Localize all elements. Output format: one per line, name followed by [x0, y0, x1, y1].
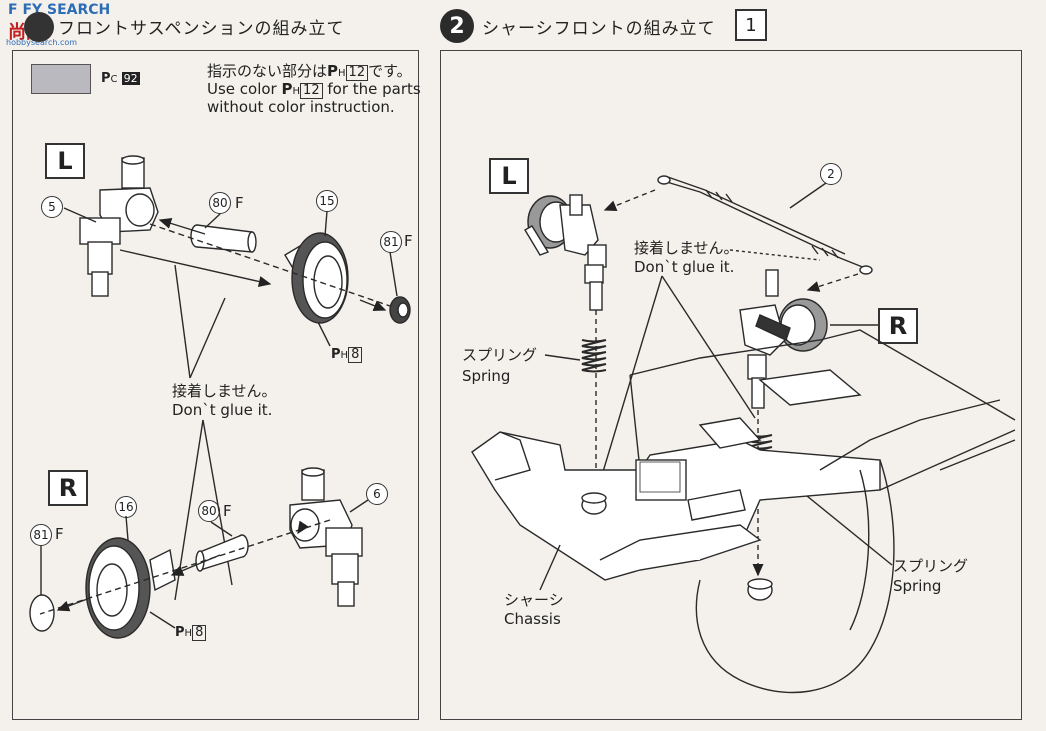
glue-note-jp-step1: 接着しません。	[172, 382, 277, 400]
step2-title-box: 1	[735, 9, 767, 41]
step2-label-R: R	[878, 308, 918, 344]
step1-label-R: R	[48, 470, 88, 506]
part-number-2: 2	[820, 163, 842, 185]
knuckle-R-step2	[739, 269, 878, 409]
step2-number-circle: 2	[440, 9, 474, 43]
chassis-part	[471, 329, 1016, 694]
part-number-6: 6	[366, 483, 388, 505]
part-number-81-bottom: 81	[30, 524, 52, 546]
part-number-5: 5	[41, 196, 63, 218]
step1-number-circle	[24, 12, 54, 42]
suffix-F-81-top: F	[404, 232, 413, 250]
step2-title: シャーシフロントの組み立て	[482, 19, 716, 39]
part-number-16: 16	[115, 496, 137, 518]
cap-81-bottom	[29, 546, 55, 632]
glue-note-en-step1: Don`t glue it.	[172, 401, 273, 419]
part-number-81-top: 81	[380, 231, 402, 253]
step2-panel	[440, 50, 1022, 720]
hub-15	[284, 210, 349, 324]
suffix-F-80-bottom: F	[223, 502, 232, 520]
cap-81-top	[389, 251, 411, 324]
knuckle-R-part	[289, 467, 369, 607]
watermark-url: hobbysearch.com	[6, 38, 78, 47]
color-note-en-2: without color instruction.	[207, 98, 395, 116]
suffix-F-81-bottom: F	[55, 525, 64, 543]
part-number-80-bottom: 80	[198, 500, 220, 522]
paint-swatch	[31, 64, 91, 94]
tie-rod-2	[657, 175, 873, 275]
chassis-label-jp: シャーシ	[504, 591, 564, 609]
spring-label-jp-left: スプリング	[462, 346, 538, 364]
spring-left	[544, 339, 607, 373]
glue-note-jp-step2: 接着しません。	[634, 239, 739, 257]
knuckle-L-step2	[524, 194, 607, 311]
step1-title: フロントサスペンションの組み立て	[58, 19, 345, 39]
suffix-F-80-top: F	[235, 194, 244, 212]
spring-label-en-right: Spring	[893, 577, 942, 595]
chassis-label-en: Chassis	[504, 610, 561, 628]
pin-80-bottom	[195, 521, 249, 572]
step1-label-L: L	[45, 143, 85, 179]
step1-panel	[12, 50, 419, 720]
step2-label-L: L	[489, 158, 529, 194]
paint-code-label: PC 92	[101, 71, 140, 86]
glue-note-en-step2: Don`t glue it.	[634, 258, 735, 276]
part-number-80-top: 80	[209, 192, 231, 214]
spring-label-jp-right: スプリング	[893, 557, 969, 575]
spring-label-en-left: Spring	[462, 367, 511, 385]
paint-code-number: 92	[121, 72, 140, 85]
knuckle-L-part	[63, 155, 159, 297]
